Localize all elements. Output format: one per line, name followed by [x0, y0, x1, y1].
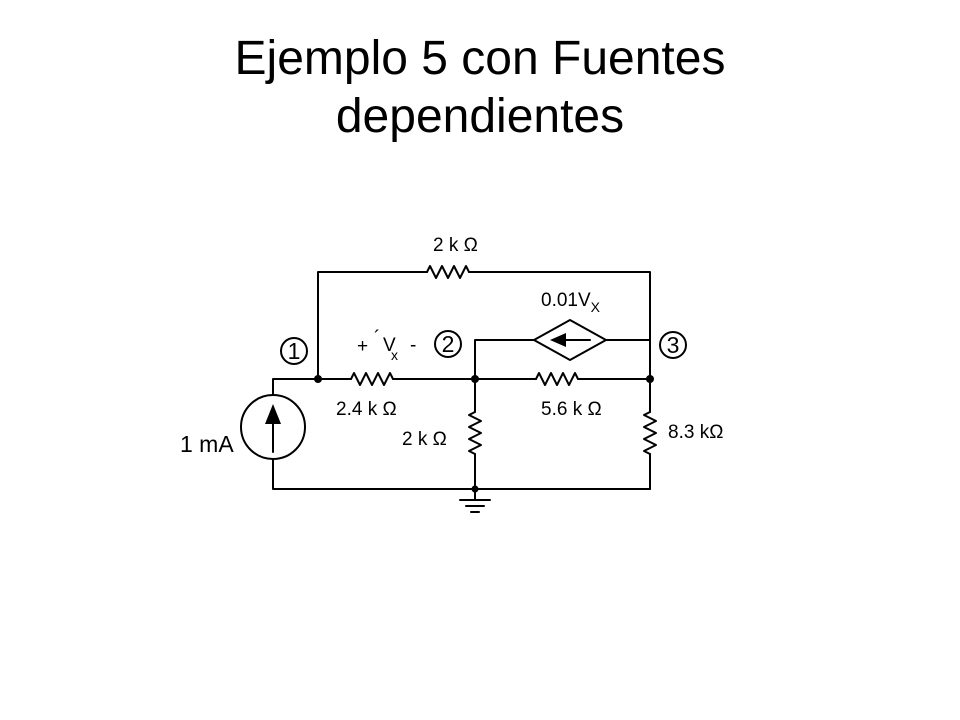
label-current-source: 1 mA	[180, 431, 234, 457]
node-3-circle	[659, 331, 687, 359]
slide-title: Ejemplo 5 con Fuentes dependientes	[0, 30, 960, 146]
wire-bottom	[272, 458, 651, 490]
junction-node2	[471, 375, 479, 383]
resistor-5-6k	[535, 372, 579, 386]
label-r-right: 8.3 kΩ	[668, 422, 723, 443]
dep-source-sub: X	[591, 299, 601, 315]
label-r-top: 2 k Ω	[433, 235, 478, 256]
node-1-label: 1	[288, 338, 301, 364]
vx-sub: x	[391, 347, 398, 363]
vx-plus: +	[357, 336, 368, 357]
junction-ground	[471, 485, 479, 493]
node-3-label: 3	[667, 332, 680, 358]
label-r-middle: 5.6 k Ω	[541, 399, 602, 420]
vx-minus: -	[410, 335, 416, 356]
node-2-circle	[434, 330, 462, 358]
resistor-shunt-2k	[468, 411, 482, 455]
resistor-top	[426, 265, 470, 279]
title-line-2: dependientes	[335, 90, 625, 143]
resistor-2-4k	[350, 372, 394, 386]
label-dep-source: 0.01VX	[541, 290, 601, 315]
vx-symbol: V	[383, 335, 396, 356]
vx-tick: ´	[374, 328, 380, 349]
junction-node3	[646, 375, 654, 383]
node-2-label: 2	[442, 331, 455, 357]
current-source-circle	[240, 394, 306, 460]
top-wire	[317, 271, 651, 380]
dep-source-wires	[474, 339, 651, 380]
dep-source-arrow-head	[550, 333, 566, 347]
label-r-series: 2.4 k Ω	[336, 399, 397, 420]
current-source-arrow-head	[265, 404, 281, 424]
ground-icon	[459, 499, 491, 513]
dep-source-coef: 0.01V	[541, 290, 591, 311]
wire-source-top	[272, 378, 352, 396]
title-line-1: Ejemplo 5 con Fuentes	[234, 32, 726, 85]
junction-node1	[314, 375, 322, 383]
dep-source-diamond	[533, 319, 607, 361]
label-r-shunt: 2 k Ω	[402, 429, 447, 450]
node-1-circle	[280, 337, 308, 365]
resistor-8-3k	[643, 411, 657, 455]
